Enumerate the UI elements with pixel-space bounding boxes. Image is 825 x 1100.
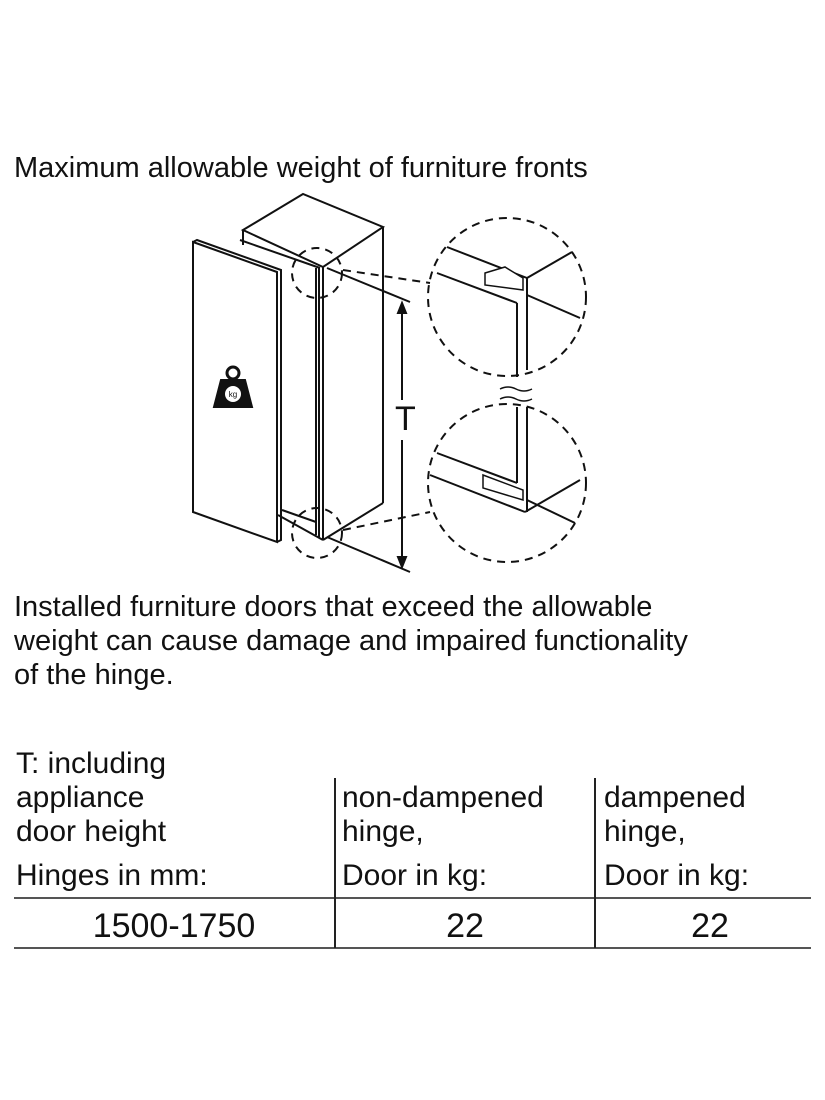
header-col2-line: Door in kg: — [342, 859, 488, 892]
header-col3-line: hinge, — [604, 815, 686, 848]
header-col2-line: non-dampened — [342, 781, 544, 814]
header-col3-line: dampened — [604, 781, 746, 814]
header-col1-line: T: including — [16, 747, 167, 780]
hinge-highlight-circles — [291, 217, 587, 563]
weight-icon: kg — [212, 365, 254, 408]
header-col1-line: Hinges in mm: — [16, 859, 208, 892]
warning-line: Installed furniture doors that exceed th… — [14, 591, 653, 623]
warning-line: of the hinge. — [14, 659, 174, 691]
header-col2-line: hinge, — [342, 815, 424, 848]
warning-line: weight can cause damage and impaired fun… — [14, 625, 688, 657]
weight-icon-label: kg — [229, 390, 237, 399]
top-hinge-detail — [436, 246, 581, 377]
installation-diagram: T kg — [192, 192, 587, 573]
table-divider — [14, 897, 811, 899]
dimension-line — [326, 267, 411, 573]
dimension-label: T — [395, 400, 416, 438]
table-bottom-border — [14, 947, 811, 949]
header-col1-line: appliance — [16, 781, 145, 814]
bottom-hinge-detail — [429, 386, 581, 524]
page-title: Maximum allowable weight of furniture fr… — [14, 152, 588, 184]
cell-dampened-weight: 22 — [691, 907, 729, 945]
header-col3-line: Door in kg: — [604, 859, 750, 892]
cell-door-height: 1500-1750 — [92, 907, 256, 945]
cell-non-dampened-weight: 22 — [446, 907, 484, 945]
appliance-cabinet — [239, 192, 386, 541]
header-col1-line: door height — [16, 815, 167, 848]
column-divider — [594, 778, 596, 948]
column-divider — [334, 778, 336, 948]
